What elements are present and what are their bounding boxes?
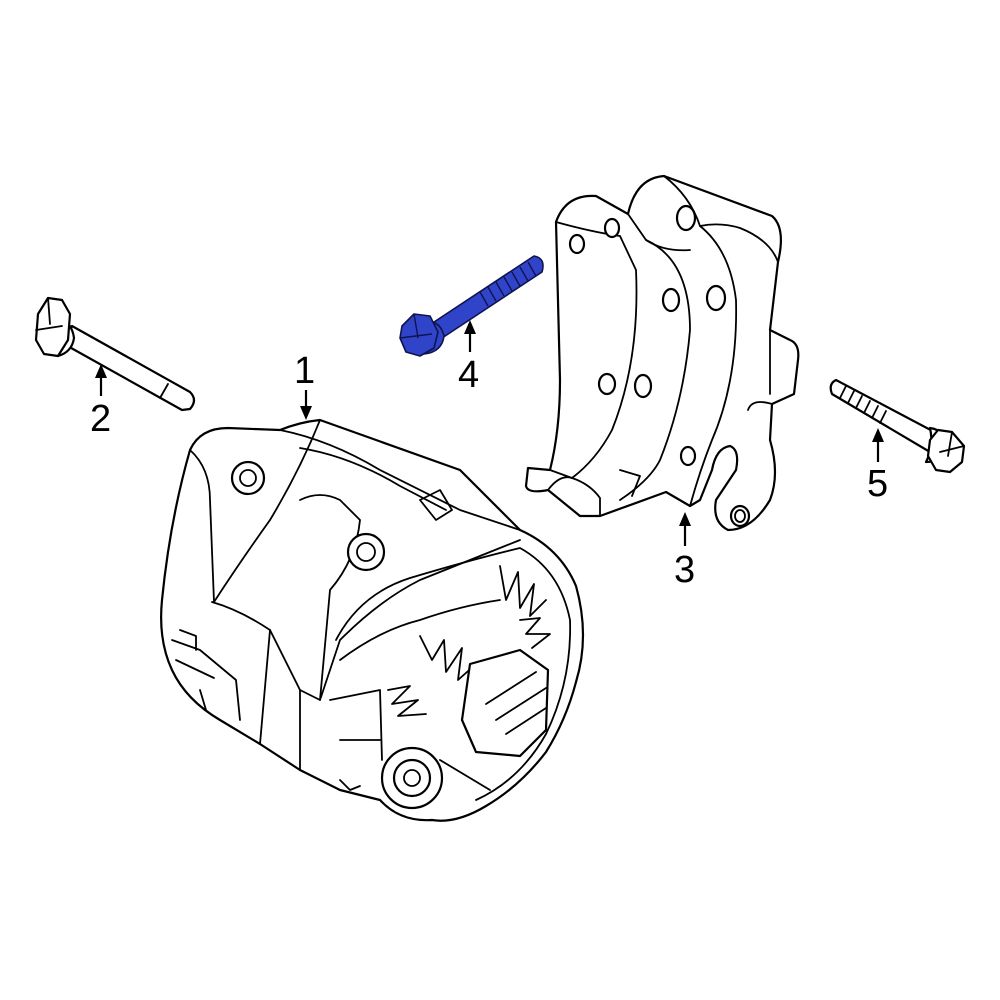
bracket-holes	[568, 204, 751, 528]
callout-3: 3	[674, 512, 695, 591]
callout-label-5: 5	[867, 463, 888, 505]
part-3-bracket[interactable]	[524, 174, 800, 532]
callout-1: 1	[294, 350, 315, 420]
part-1-alternator[interactable]	[160, 418, 585, 822]
callout-2: 2	[90, 364, 111, 440]
part-2-bolt[interactable]	[34, 296, 196, 412]
callout-label-3: 3	[674, 549, 695, 591]
bolt-threads	[839, 385, 887, 424]
callout-label-1: 1	[294, 350, 315, 392]
callout-4: 4	[458, 320, 479, 396]
callout-5: 5	[867, 428, 888, 505]
bolt-threads	[479, 261, 537, 307]
part-5-bolt[interactable]	[829, 378, 966, 474]
part-4-bolt[interactable]	[399, 255, 544, 357]
callout-label-2: 2	[90, 398, 111, 440]
callout-label-4: 4	[458, 354, 479, 396]
